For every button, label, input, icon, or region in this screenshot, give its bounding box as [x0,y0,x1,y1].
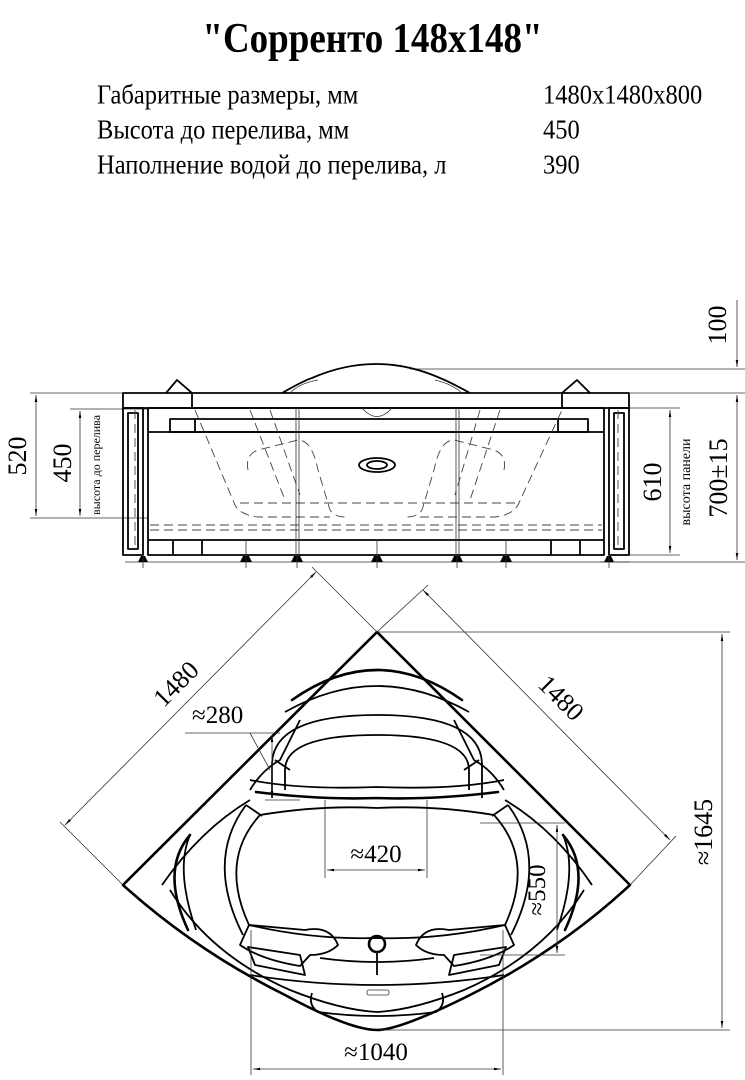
dim-top-offset: 100 [703,306,732,345]
dim-inner-width: ≈420 [350,841,401,868]
page-title: "Сорренто 148x148" [202,15,543,63]
support-legs [138,540,614,568]
dim-diagonal-depth: ≈1645 [689,799,718,865]
dim-front-width: ≈1040 [344,1039,408,1066]
label-overflow-height: высота до перелива [89,414,103,515]
dim-leg-height: 700±15 [704,438,733,517]
dim-side-right: 1480 [532,669,589,726]
label-panel-height: высота панели [679,438,694,525]
dim-total-height: 520 [3,437,32,476]
dim-overflow-height: 450 [48,444,77,483]
dim-headrest: ≈280 [192,702,243,729]
spec-label: Габаритные размеры, мм [97,80,359,111]
spec-label: Наполнение водой до перелива, л [97,150,447,181]
spec-value: 450 [543,115,580,146]
dim-inner-depth: ≈550 [524,864,551,915]
top-view: 1480 1480 ≈280 ≈420 ≈550 ≈1645 ≈1040 [59,566,730,1075]
spec-value: 1480x1480x800 [543,80,703,111]
spec-value: 390 [543,150,580,181]
dim-panel-height: 610 [638,463,667,502]
spec-label: Высота до перелива, мм [97,115,350,146]
side-view: 520 450 высота до перелива 100 610 высот… [3,300,745,568]
